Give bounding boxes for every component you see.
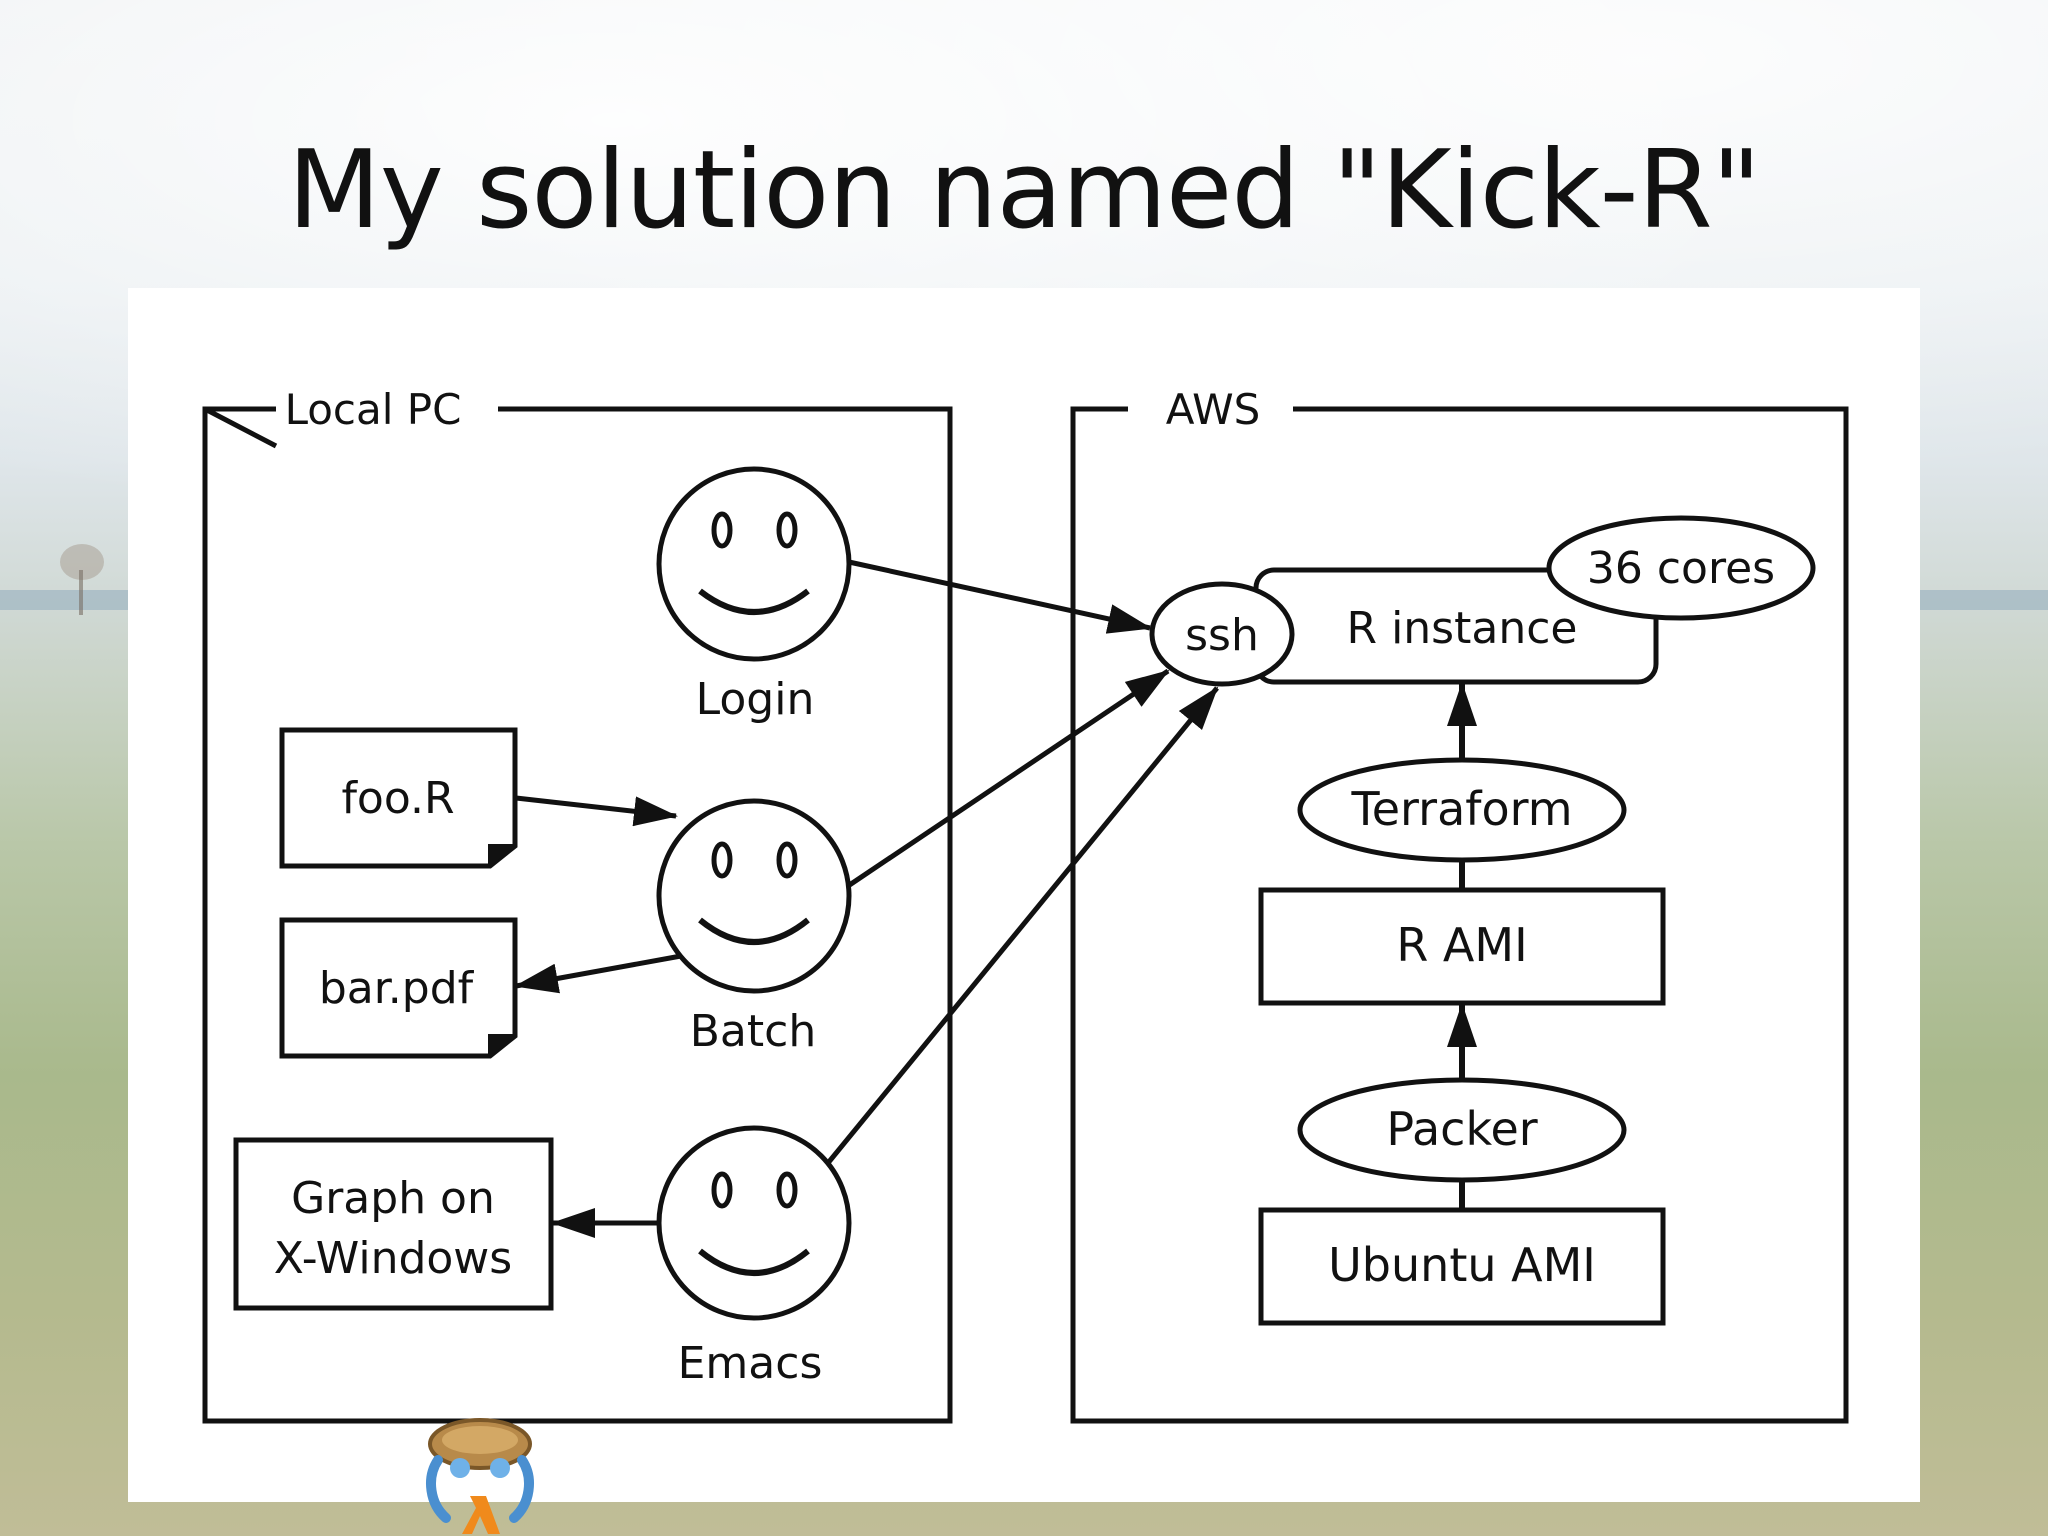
architecture-diagram: Local PC AWS Login Batch [202, 385, 1849, 1424]
diagram-panel: Local PC AWS Login Batch [128, 288, 1920, 1502]
batch-label: Batch [690, 1006, 816, 1057]
arrow-batch-to-bar [514, 953, 682, 994]
background-sea-right [1918, 590, 2048, 610]
arrow-emacs-to-ssh [826, 686, 1219, 1165]
connectors [514, 559, 1477, 1238]
aws-group: AWS [1070, 385, 1849, 1424]
graph-box-line2: X-Windows [274, 1233, 512, 1284]
ssh-ellipse: ssh [1149, 581, 1295, 687]
slide-title: My solution named "Kick-R" [287, 128, 1762, 253]
terraform-ellipse: Terraform [1297, 757, 1627, 863]
arrow-login-to-ssh [848, 559, 1152, 634]
r-instance-label: R instance [1347, 603, 1578, 654]
cores-label: 36 cores [1587, 543, 1775, 594]
login-smiley-icon [656, 466, 852, 662]
file-foo-r: foo.R [279, 727, 518, 869]
r-instance-box: R instance [1253, 567, 1659, 685]
emacs-smiley-icon [656, 1125, 852, 1321]
background-tree-icon [60, 544, 104, 615]
terraform-label: Terraform [1350, 782, 1572, 836]
r-ami-box: R AMI [1258, 887, 1666, 1006]
ubuntu-ami-box: Ubuntu AMI [1258, 1207, 1666, 1326]
packer-label: Packer [1386, 1102, 1537, 1156]
local-pc-label: Local PC [285, 385, 462, 434]
background-sea-left [0, 590, 130, 610]
arrow-batch-to-ssh [846, 668, 1170, 889]
file-bar-pdf-label: bar.pdf [319, 963, 475, 1014]
file-foo-r-label: foo.R [341, 773, 454, 824]
packer-ellipse: Packer [1297, 1077, 1627, 1183]
arrow-foo-to-batch [515, 795, 678, 827]
graph-x-windows-box: Graph on X-Windows [233, 1137, 554, 1311]
batch-smiley-icon [656, 798, 852, 994]
cores-ellipse: 36 cores [1546, 515, 1816, 621]
aws-border [1070, 406, 1849, 1424]
ubuntu-ami-label: Ubuntu AMI [1328, 1238, 1596, 1292]
graph-box-line1: Graph on [291, 1173, 495, 1224]
file-bar-pdf: bar.pdf [279, 917, 518, 1059]
local-pc-group: Local PC [202, 385, 953, 1424]
emacs-label: Emacs [678, 1338, 823, 1389]
login-label: Login [696, 674, 815, 725]
aws-label: AWS [1166, 385, 1261, 434]
r-ami-label: R AMI [1396, 918, 1527, 972]
rstudio-turtle-lambda-logo-icon [426, 1418, 534, 1534]
ssh-label: ssh [1185, 610, 1259, 661]
